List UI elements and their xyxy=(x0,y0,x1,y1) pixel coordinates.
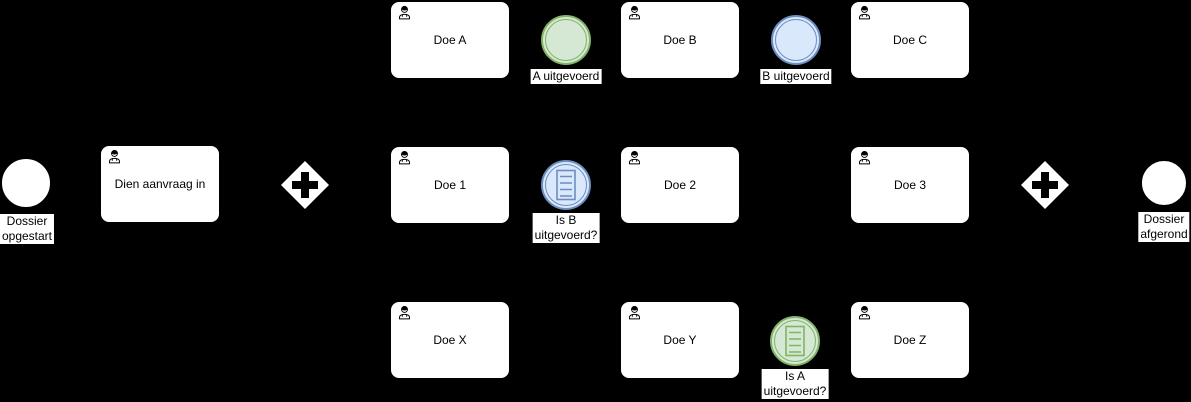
intermediate-event-b-uitgevoerd[interactable] xyxy=(771,15,821,65)
conditional-event-is-a-uitgevoerd[interactable] xyxy=(770,316,820,366)
conditional-list-icon xyxy=(785,325,805,357)
end-event-label: Dossier afgerond xyxy=(1138,212,1190,242)
task-label: Doe Z xyxy=(893,333,927,347)
task-label: Doe 2 xyxy=(663,178,697,192)
user-icon xyxy=(627,5,642,20)
event-label-b-uitgevoerd: B uitgevoerd xyxy=(760,69,832,84)
user-icon xyxy=(107,149,122,164)
start-event[interactable] xyxy=(1,158,51,208)
task-label: Dien aanvraag in xyxy=(114,177,206,191)
event-label-a-uitgevoerd: A uitgevoerd xyxy=(530,69,602,84)
plus-icon xyxy=(1032,172,1058,198)
end-event[interactable] xyxy=(1139,158,1189,208)
task-doe-b[interactable]: Doe B xyxy=(620,1,740,79)
conditional-list-icon xyxy=(556,169,576,201)
task-label: Doe X xyxy=(433,333,467,347)
task-doe-c[interactable]: Doe C xyxy=(850,1,970,79)
plus-icon xyxy=(292,172,318,198)
task-doe-z[interactable]: Doe Z xyxy=(850,301,970,379)
task-label: Doe C xyxy=(892,33,927,47)
task-doe-a[interactable]: Doe A xyxy=(390,1,510,79)
parallel-gateway-split[interactable] xyxy=(280,160,330,210)
task-dien-aanvraag-in[interactable]: Dien aanvraag in xyxy=(100,145,220,223)
parallel-gateway-join[interactable] xyxy=(1020,160,1070,210)
user-icon xyxy=(857,305,872,320)
task-doe-2[interactable]: Doe 2 xyxy=(620,146,740,224)
task-doe-y[interactable]: Doe Y xyxy=(620,301,740,379)
event-inner-ring xyxy=(545,19,587,61)
user-icon xyxy=(397,150,412,165)
event-label-is-b-uitgevoerd: Is B uitgevoerd? xyxy=(532,213,600,243)
task-doe-3[interactable]: Doe 3 xyxy=(850,146,970,224)
task-doe-1[interactable]: Doe 1 xyxy=(390,146,510,224)
user-icon xyxy=(627,305,642,320)
user-icon xyxy=(627,150,642,165)
start-event-label: Dossier opgestart xyxy=(0,214,55,244)
task-doe-x[interactable]: Doe X xyxy=(390,301,510,379)
user-icon xyxy=(857,150,872,165)
event-inner-ring xyxy=(775,19,817,61)
user-icon xyxy=(397,305,412,320)
task-label: Doe 3 xyxy=(893,178,927,192)
intermediate-event-a-uitgevoerd[interactable] xyxy=(541,15,591,65)
task-label: Doe 1 xyxy=(433,178,467,192)
event-inner-ring xyxy=(774,320,816,362)
conditional-event-is-b-uitgevoerd[interactable] xyxy=(541,160,591,210)
user-icon xyxy=(397,5,412,20)
task-label: Doe A xyxy=(433,33,467,47)
task-label: Doe Y xyxy=(663,333,697,347)
task-label: Doe B xyxy=(663,33,697,47)
event-label-is-a-uitgevoerd: Is A uitgevoerd? xyxy=(761,369,829,399)
user-icon xyxy=(857,5,872,20)
event-inner-ring xyxy=(545,164,587,206)
